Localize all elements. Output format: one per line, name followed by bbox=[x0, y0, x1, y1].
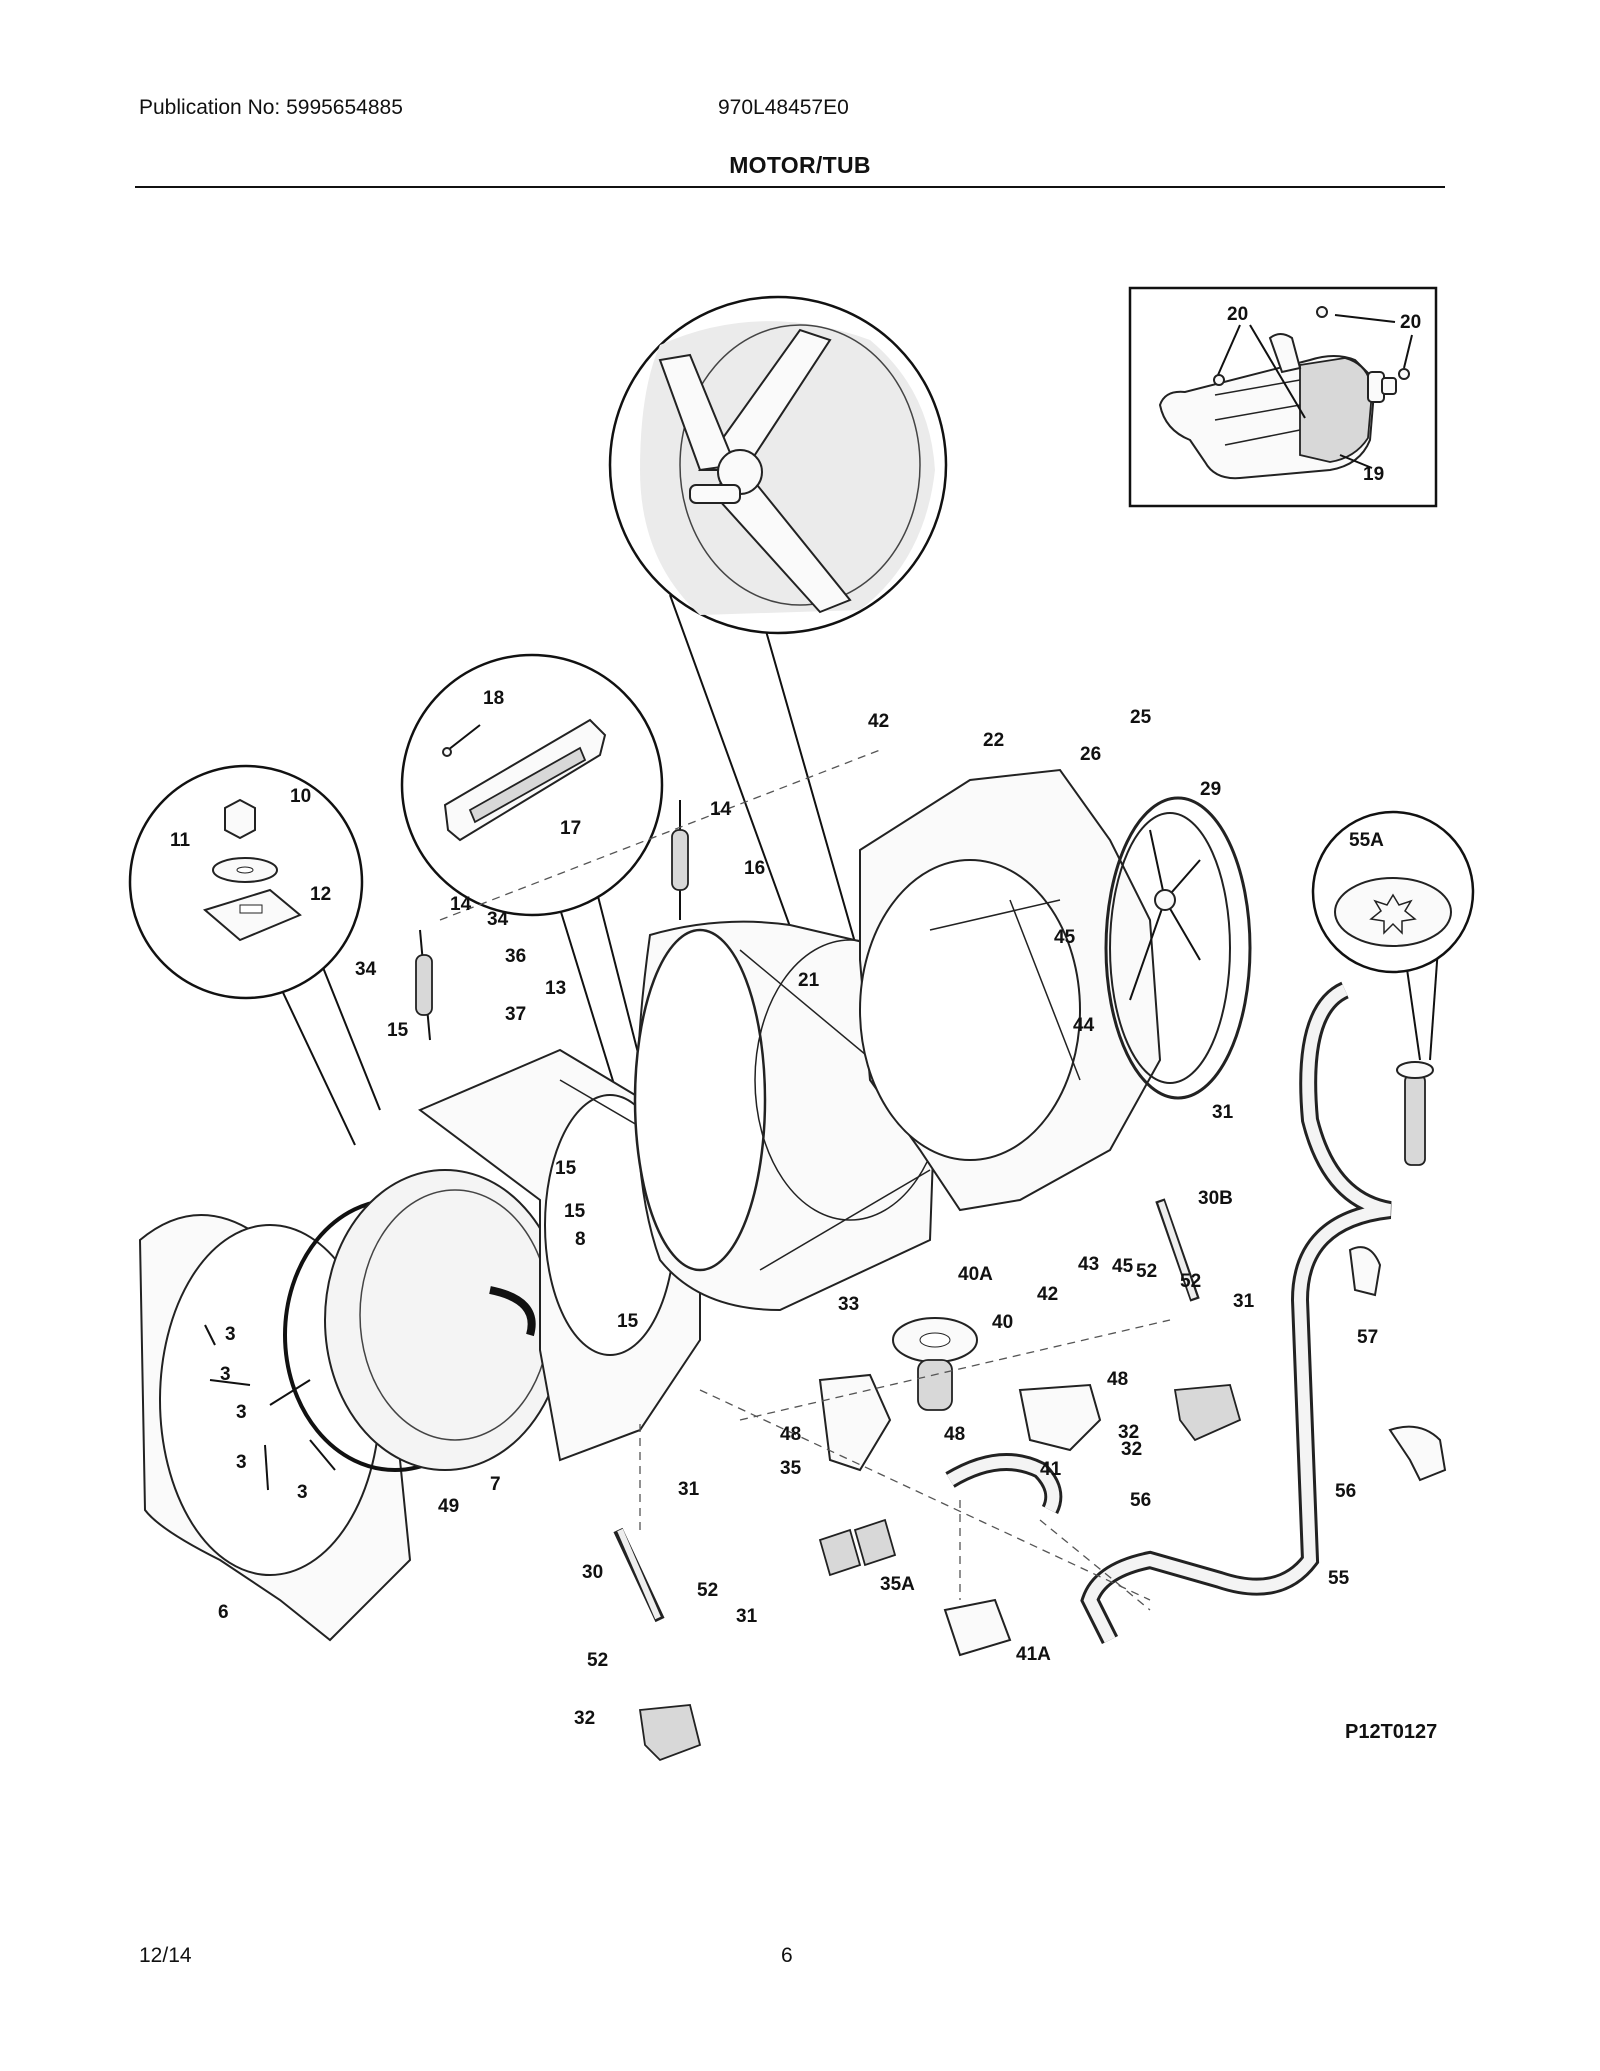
part-label: 48 bbox=[1107, 1369, 1128, 1390]
part-label: 56 bbox=[1130, 1490, 1151, 1511]
part-label: 3 bbox=[236, 1402, 247, 1423]
part-label: 29 bbox=[1200, 779, 1221, 800]
part-label: 30 bbox=[582, 1562, 603, 1583]
part-label: 35A bbox=[880, 1574, 915, 1595]
part-label: 55 bbox=[1328, 1568, 1350, 1589]
header-divider bbox=[135, 186, 1445, 188]
model-number: 970L48457E0 bbox=[718, 96, 849, 119]
drain-hose bbox=[1080, 981, 1447, 1645]
part-label: 26 bbox=[1080, 744, 1101, 765]
part-label: 40 bbox=[992, 1312, 1013, 1333]
part-label: 15 bbox=[387, 1020, 409, 1041]
part-label: 15 bbox=[555, 1158, 577, 1179]
part-label: 7 bbox=[490, 1474, 501, 1495]
part-label: 31 bbox=[678, 1479, 700, 1500]
part-label: 14 bbox=[710, 799, 732, 820]
publication-number: Publication No: 5995654885 bbox=[139, 96, 403, 119]
diagram-image-code: P12T0127 bbox=[1345, 1721, 1437, 1743]
part-label: 21 bbox=[798, 970, 820, 991]
part-label: 45 bbox=[1112, 1256, 1134, 1277]
part-label: 3 bbox=[297, 1482, 308, 1503]
part-label: 16 bbox=[744, 858, 765, 879]
part-label: 6 bbox=[218, 1602, 229, 1623]
part-label: 25 bbox=[1130, 707, 1152, 728]
part-label: 10 bbox=[290, 786, 311, 807]
part-label: 43 bbox=[1078, 1254, 1099, 1275]
springs bbox=[415, 800, 689, 1041]
part-label: 30B bbox=[1198, 1188, 1233, 1209]
part-label: 11 bbox=[170, 830, 191, 851]
part-label: 56 bbox=[1335, 1481, 1356, 1502]
part-labels: 3 3 3 3 3 6 7 8 10 11 12 13 14 14 15 15 … bbox=[170, 304, 1437, 1743]
part-label: 52 bbox=[1136, 1261, 1157, 1282]
part-label: 48 bbox=[944, 1424, 965, 1445]
part-label: 42 bbox=[868, 711, 889, 732]
part-label: 44 bbox=[1073, 1015, 1095, 1036]
part-label: 14 bbox=[450, 894, 472, 915]
part-label: 19 bbox=[1363, 464, 1384, 485]
part-label: 3 bbox=[236, 1452, 247, 1473]
part-label: 48 bbox=[780, 1424, 801, 1445]
part-label: 45 bbox=[1054, 927, 1076, 948]
part-label: 36 bbox=[505, 946, 526, 967]
feet bbox=[638, 1384, 1242, 1762]
part-label: 15 bbox=[617, 1311, 639, 1332]
part-label: 32 bbox=[1118, 1422, 1139, 1443]
part-label: 8 bbox=[575, 1229, 586, 1250]
part-label: 42 bbox=[1037, 1284, 1058, 1305]
part-label: 34 bbox=[487, 909, 509, 930]
shock-absorbers bbox=[613, 1198, 1200, 1623]
part-label: 32 bbox=[574, 1708, 595, 1729]
part-label: 34 bbox=[355, 959, 377, 980]
footer-date: 12/14 bbox=[139, 1944, 192, 1967]
part-label: 49 bbox=[438, 1496, 459, 1517]
part-label: 17 bbox=[560, 818, 581, 839]
part-label: 41 bbox=[1040, 1459, 1062, 1480]
part-label: 52 bbox=[587, 1650, 608, 1671]
rear-tub bbox=[859, 768, 1162, 1212]
part-label: 31 bbox=[1233, 1291, 1255, 1312]
part-label: 41A bbox=[1016, 1644, 1051, 1665]
part-label: 52 bbox=[697, 1580, 718, 1601]
part-label: 55A bbox=[1349, 830, 1384, 851]
part-label: 31 bbox=[1212, 1102, 1234, 1123]
page-number: 6 bbox=[781, 1944, 793, 1967]
assembly-guide-lines bbox=[439, 749, 1171, 1611]
part-label: 32 bbox=[1121, 1439, 1142, 1460]
part-label: 33 bbox=[838, 1294, 859, 1315]
part-label: 20 bbox=[1227, 304, 1248, 325]
clamp-detail-callout bbox=[1311, 810, 1475, 1061]
part-label: 18 bbox=[483, 688, 504, 709]
part-label: 20 bbox=[1400, 312, 1421, 333]
part-label: 13 bbox=[545, 978, 566, 999]
part-label: 3 bbox=[220, 1364, 231, 1385]
part-label: 35 bbox=[780, 1458, 802, 1479]
outer-tub-front bbox=[418, 1048, 701, 1462]
motor-inset bbox=[1128, 286, 1438, 508]
part-label: 12 bbox=[310, 884, 331, 905]
drain-pump bbox=[818, 1317, 1102, 1657]
part-label: 37 bbox=[505, 1004, 526, 1025]
part-label: 3 bbox=[225, 1324, 236, 1345]
bracket-detail-callout bbox=[400, 653, 664, 1121]
part-label: 52 bbox=[1180, 1271, 1201, 1292]
page-title: MOTOR/TUB bbox=[729, 152, 871, 178]
part-label: 15 bbox=[564, 1201, 586, 1222]
pulley bbox=[1104, 796, 1252, 1100]
part-label: 40A bbox=[958, 1264, 993, 1285]
nut-detail-callout bbox=[128, 764, 381, 1146]
part-label: 22 bbox=[983, 730, 1004, 751]
part-label: 57 bbox=[1357, 1327, 1378, 1348]
part-label: 31 bbox=[736, 1606, 758, 1627]
